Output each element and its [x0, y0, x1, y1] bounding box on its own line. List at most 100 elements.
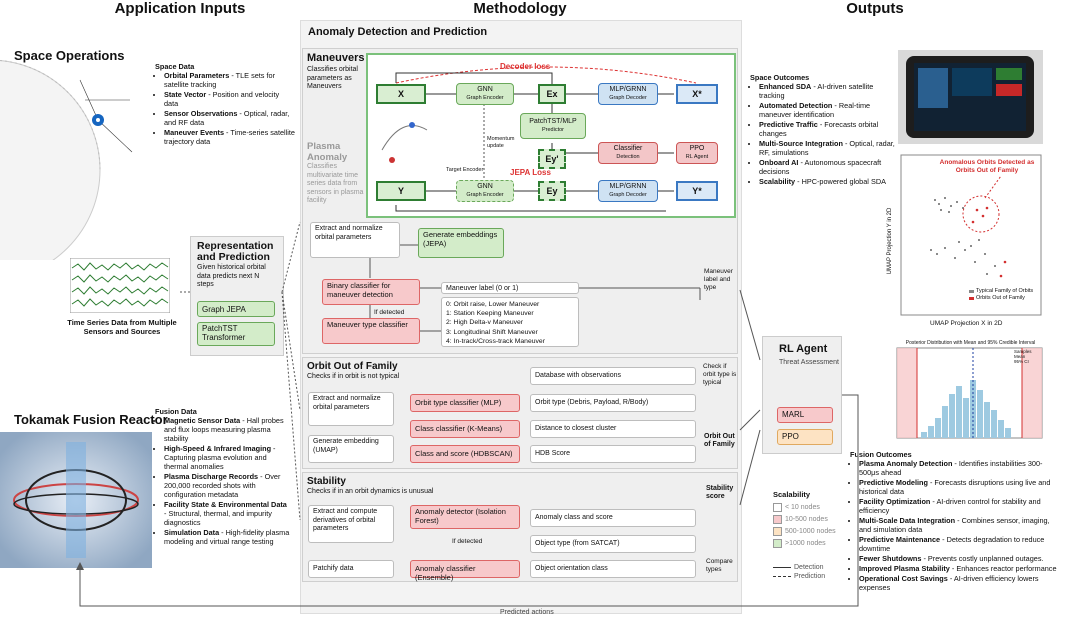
scalability-legend: < 10 nodes 10-500 nodes 500-1000 nodes >…: [773, 502, 836, 550]
space-outcome-item: Scalability - HPC-powered global SDA: [759, 177, 895, 186]
representation-desc: Given historical orbital data predicts n…: [197, 264, 266, 288]
fusion-outcome-item: Operational Cost Savings - AI-driven eff…: [859, 574, 1062, 592]
oof-desc: Checks if in orbit is not typical: [307, 373, 400, 380]
x-star-node: X*: [676, 84, 718, 104]
scalability-item: < 10 nodes: [773, 502, 836, 514]
graph-jepa-button[interactable]: Graph JEPA: [197, 301, 275, 317]
oof-title: Orbit Out of Family: [307, 361, 398, 372]
extract-normalize-box: Extract and normalize orbital parameters: [310, 222, 400, 258]
decoder-loss-label: Decoder loss: [500, 62, 551, 71]
earth-illustration: [0, 60, 133, 260]
space-ops-title: Space Operations: [14, 48, 125, 63]
fusion-data-title: Fusion Data: [155, 407, 197, 416]
orbit-type-classifier: Orbit type classifier (MLP): [410, 394, 520, 412]
fusion-outcomes-block: Fusion Outcomes Plasma Anomaly Detection…: [850, 450, 1062, 593]
maneuver-label-type: Maneuver label and type: [704, 268, 733, 291]
tokamak-title: Tokamak Fusion Reactor: [14, 412, 168, 427]
object-type-result: Object type (from SATCAT): [530, 535, 696, 553]
fusion-outcome-item: Fewer Shutdowns - Prevents costly unplan…: [859, 554, 1062, 563]
maneuvers-title: Maneuvers: [307, 52, 365, 64]
anomaly-title: Anomaly Detection and Prediction: [308, 26, 488, 38]
umap-scatter-plot: [900, 154, 1042, 316]
space-outcome-item: Enhanced SDA - AI-driven satellite track…: [759, 82, 895, 100]
fusion-data-item: Facility State & Environmental Data - St…: [164, 500, 290, 527]
stability-title: Stability: [307, 476, 346, 487]
tablet-dashboard-image: [898, 50, 1043, 144]
momentum-label: Momentum update: [487, 136, 515, 149]
patchtst-button[interactable]: PatchTST Transformer: [197, 322, 275, 346]
stability-extract-box: Extract and compute derivatives of orbit…: [308, 505, 394, 543]
stability-if-detected: If detected: [452, 538, 483, 545]
fusion-data-item: Simulation Data - High-fidelity plasma m…: [164, 528, 290, 546]
space-outcomes-list: Enhanced SDA - AI-driven satellite track…: [750, 82, 895, 186]
threat-assessment-label: Threat Assessment: [779, 359, 839, 366]
fusion-outcomes-list: Plasma Anomaly Detection - Identifies in…: [850, 459, 1062, 592]
plasma-title: Plasma Anomaly: [307, 141, 348, 163]
orbit-sketch-icon: [381, 122, 428, 163]
tokamak-image: [0, 432, 152, 568]
scalability-item: 500-1000 nodes: [773, 526, 836, 538]
space-data-item: State Vector - Position and velocity dat…: [164, 90, 295, 108]
fusion-data-item: High-Speed & Infrared Imaging - Capturin…: [164, 444, 290, 471]
distance-cluster-result: Distance to closest cluster: [530, 420, 696, 438]
space-outcome-item: Multi-Source Integration - Optical, rada…: [759, 139, 895, 157]
fusion-data-item: Plasma Discharge Records - Over 200,000 …: [164, 472, 290, 499]
marl-button[interactable]: MARL: [777, 407, 833, 423]
ppo-button[interactable]: PPO: [777, 429, 833, 445]
anomaly-classifier-box: Anomaly classifier (Ensemble): [410, 560, 520, 581]
predicted-actions-label: Predicted actions: [500, 609, 554, 616]
fusion-outcomes-title: Fusion Outcomes: [850, 450, 912, 459]
space-data-item: Sensor Observations - Optical, radar, an…: [164, 109, 295, 127]
space-outcome-item: Predictive Traffic - Forecasts orbital c…: [759, 120, 895, 138]
posterior-histogram: [896, 347, 1043, 439]
space-outcomes-title: Space Outcomes: [750, 73, 810, 82]
fusion-outcome-item: Plasma Anomaly Detection - Identifies in…: [859, 459, 1062, 477]
scalability-item: >1000 nodes: [773, 538, 836, 550]
scalability-item: 10-500 nodes: [773, 514, 836, 526]
timeseries-chart-icon: [70, 258, 170, 313]
database-observations: Database with observations: [530, 367, 696, 385]
maneuver-flow-connectors: [369, 244, 701, 332]
space-data-item: Maneuver Events - Time-series satellite …: [164, 128, 295, 146]
maneuvers-desc: Classifies orbital parameters as Maneuve…: [307, 66, 358, 90]
y-star-node: Y*: [676, 181, 718, 201]
fusion-data-block: Fusion Data Magnetic Sensor Data - Hall …: [155, 407, 290, 547]
umap-legend-typical: Typical Family of Orbits: [976, 288, 1034, 294]
space-data-block: Space Data Orbital Parameters - TLE sets…: [155, 62, 295, 147]
umap-ylabel: UMAP Projection Y in 2D: [887, 207, 893, 275]
rl-agent-title: RL Agent: [779, 343, 828, 355]
space-outcomes-block: Space Outcomes Enhanced SDA - AI-driven …: [750, 73, 895, 187]
line-legend: Detection Prediction: [773, 563, 825, 581]
detection-legend: Detection: [773, 563, 825, 572]
space-outcome-item: Onboard AI - Autonomous spacecraft decis…: [759, 158, 895, 176]
umap-legend-out: Orbits Out of Family: [976, 295, 1025, 301]
oof-output-label: Orbit Out of Family: [704, 433, 735, 448]
methodology-header: Methodology: [473, 0, 567, 17]
y-node: Y: [376, 181, 426, 201]
fusion-outcome-item: Predictive Maintenance - Detects degrada…: [859, 535, 1062, 553]
check-typical-label: Check if orbit type is typical: [703, 363, 737, 386]
representation-panel: Representation and Prediction Given hist…: [190, 236, 284, 356]
space-data-item: Orbital Parameters - TLE sets for satell…: [164, 71, 295, 89]
object-orientation-result: Object orientation class: [530, 560, 696, 578]
inputs-header: Application Inputs: [114, 0, 246, 17]
anomaly-detector-box: Anomaly detector (Isolation Forest): [410, 505, 520, 529]
umap-annotation: Anomalous Orbits Detected as Orbits Out …: [939, 159, 1035, 174]
target-encoder-label: Target Encoder: [446, 167, 484, 173]
ey-pred-node: Ey': [538, 149, 566, 169]
ex-node: Ex: [538, 84, 566, 104]
timeseries-caption: Time Series Data from Multiple Sensors a…: [67, 318, 177, 336]
fusion-outcome-item: Predictive Modeling - Forecasts disrupti…: [859, 478, 1062, 496]
fusion-outcome-item: Multi-Scale Data Integration - Combines …: [859, 516, 1062, 534]
outputs-header: Outputs: [846, 0, 904, 17]
space-data-list: Orbital Parameters - TLE sets for satell…: [155, 71, 295, 146]
jepa-loss-label: JEPA Loss: [510, 168, 551, 177]
fusion-data-item: Magnetic Sensor Data - Hall probes and f…: [164, 416, 290, 443]
plasma-desc: Classifies multivariate time series data…: [307, 163, 364, 204]
